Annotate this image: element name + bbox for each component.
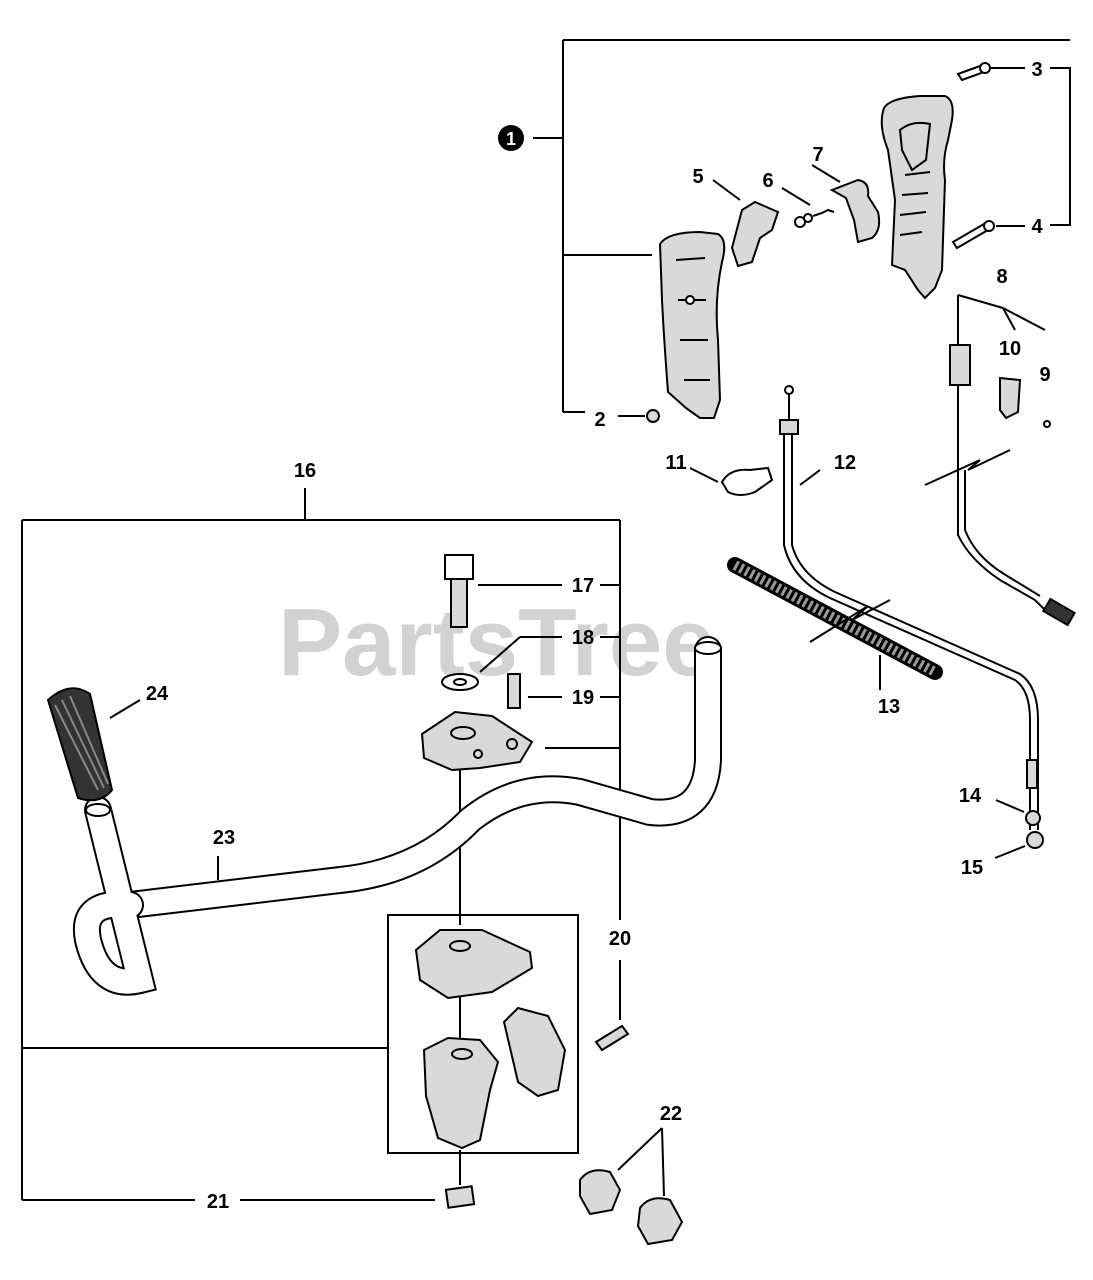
callout-7[interactable]: 7 [812,144,823,166]
switch-wire-assembly[interactable] [924,294,1076,627]
watermark: PartsTree [278,589,716,696]
clamp-bottom[interactable] [422,1036,500,1150]
clamp-middle[interactable] [414,929,534,1000]
callout-2[interactable]: 2 [594,409,605,431]
callout-19[interactable]: 19 [572,687,594,709]
part-11-clip[interactable] [689,466,774,496]
callout-20[interactable]: 20 [609,928,631,950]
part-5-lock[interactable] [712,179,780,268]
callout-13[interactable]: 13 [878,696,900,718]
callout-3[interactable]: 3 [1031,59,1042,81]
callout-12[interactable]: 12 [834,452,856,474]
callout-1-badge[interactable]: 1 [498,125,524,151]
callout-9[interactable]: 9 [1039,364,1050,386]
part-20-screw[interactable] [594,960,630,1052]
part-23-loop-handle[interactable] [72,636,722,996]
part-2-nut[interactable] [618,409,660,423]
part-13-hose[interactable] [727,557,943,690]
callout-4[interactable]: 4 [1031,216,1043,238]
callout-17[interactable]: 17 [572,575,594,597]
part-15-nut[interactable] [994,831,1044,859]
callout-14[interactable]: 14 [959,785,982,807]
part-12-throttle-cable[interactable] [779,385,1039,830]
handle-half-left[interactable] [658,230,726,419]
part-21-nut[interactable] [444,1185,476,1209]
callout-16[interactable]: 16 [294,460,316,482]
group-16-brackets [21,488,621,1201]
part-24-grip[interactable] [46,687,141,802]
callout-23[interactable]: 23 [213,827,235,849]
callout-22[interactable]: 22 [660,1103,682,1125]
part-4-screw[interactable] [951,220,1025,250]
callout-24[interactable]: 24 [146,683,169,705]
part-17-bolt[interactable] [444,554,562,628]
part-3-screw[interactable] [956,62,1025,82]
part-18-washer[interactable] [441,636,562,691]
part-22-clips[interactable] [579,1127,684,1246]
clamp-side[interactable] [502,1006,567,1098]
part-7-trigger[interactable] [811,164,881,244]
callout-6[interactable]: 6 [762,170,773,192]
callout-18[interactable]: 18 [572,627,594,649]
callout-5[interactable]: 5 [692,166,703,188]
clamp-top[interactable] [420,710,534,772]
part-6-spring[interactable] [781,187,835,228]
svg-text:1: 1 [506,129,516,149]
callout-8[interactable]: 8 [996,266,1007,288]
part-14-nut[interactable] [995,799,1041,826]
callout-15[interactable]: 15 [961,857,983,879]
handle-half-right[interactable] [880,95,954,300]
callout-21[interactable]: 21 [207,1191,229,1213]
callout-10[interactable]: 10 [999,338,1021,360]
part-19-screw[interactable] [507,673,562,709]
group-1-brackets [533,39,1071,413]
callout-11[interactable]: 11 [665,452,686,474]
